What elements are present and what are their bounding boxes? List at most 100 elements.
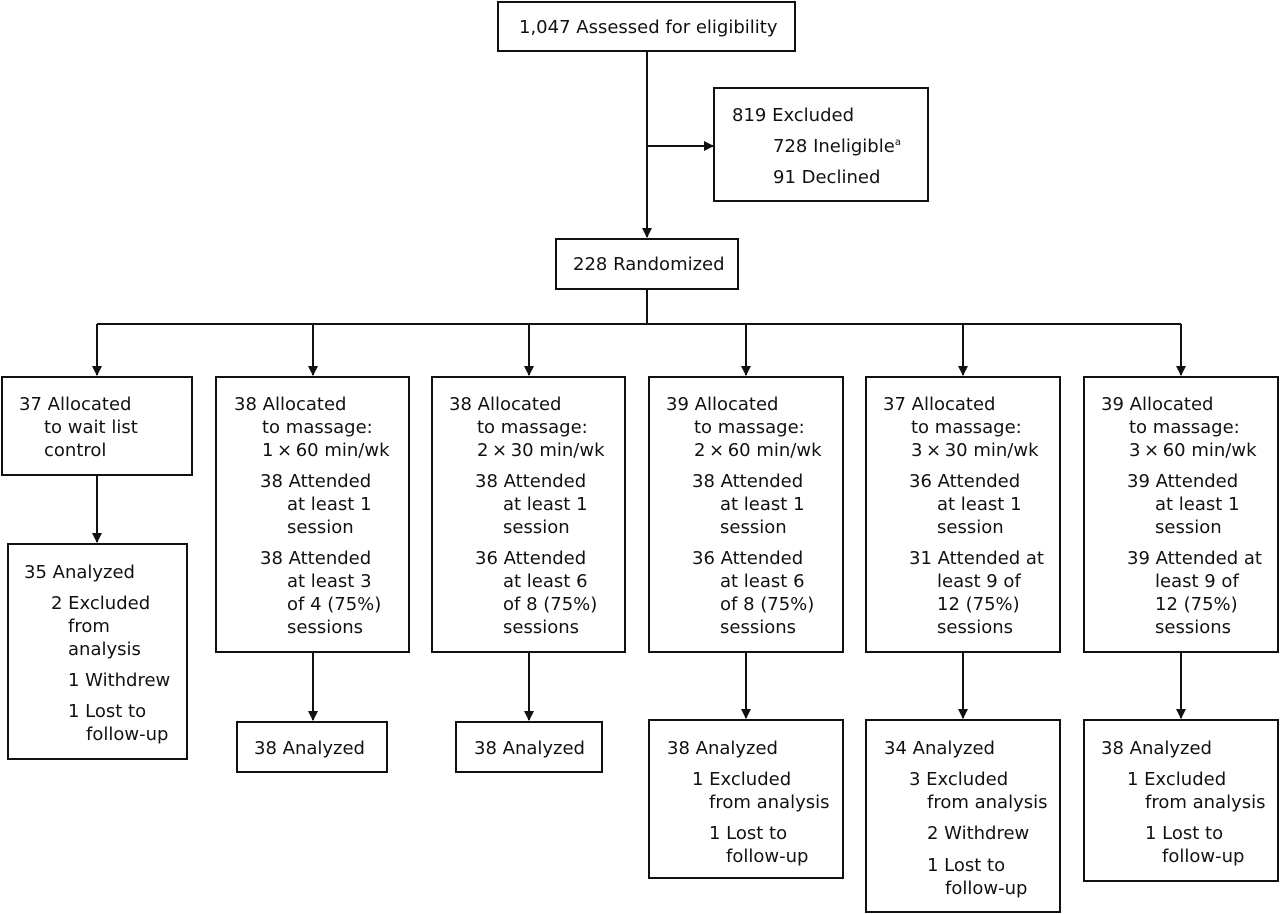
arm-6-analysis-box xyxy=(1083,719,1279,882)
arm-2-attended-2: 38 Attended xyxy=(260,548,372,569)
arm-4-attended-2: 36 Attended xyxy=(692,548,804,569)
arm-4-allocated-line3: 2 × 60 min/wk xyxy=(694,440,822,461)
arm-3-attended-2-line4: sessions xyxy=(503,617,580,638)
arm-6-attended-1: 39 Attended xyxy=(1127,471,1239,492)
arm-6-allocated: 39 Allocated xyxy=(1101,394,1214,415)
arm-6-analyzed: 38 Analyzed xyxy=(1101,738,1212,759)
arm-3-analysis-box xyxy=(455,721,603,773)
randomized-box xyxy=(555,238,739,290)
arm-4-allocated: 39 Allocated xyxy=(666,394,779,415)
arm-2-attended-1: 38 Attended xyxy=(260,471,372,492)
arm-2-attended-2-line3: of 4 (75%) xyxy=(287,594,382,615)
arm-5-allocated: 37 Allocated xyxy=(883,394,996,415)
arm-4-analysis-box xyxy=(648,719,844,879)
arm-5-excluded-line2: from analysis xyxy=(927,792,1048,813)
arm-2-attended-1-line2: at least 1 xyxy=(287,494,372,515)
arm-6-attended-1-line2: at least 1 xyxy=(1155,494,1240,515)
arm-4-attended-2-line2: at least 6 xyxy=(720,571,805,592)
arm-6-lost: 1 Lost to xyxy=(1145,823,1224,844)
arm-1-analysis-box xyxy=(7,543,188,760)
arm-5-attended-1-line2: at least 1 xyxy=(937,494,1022,515)
arm-4-allocation-box xyxy=(648,376,844,653)
arm-4-excluded: 1 Excluded xyxy=(692,769,792,790)
arm-2-allocated-line2: to massage: xyxy=(262,417,373,438)
arm-1-allocated-line2: to wait list xyxy=(44,417,138,438)
arm-2-analyzed: 38 Analyzed xyxy=(254,738,365,759)
arm-6-allocation-box xyxy=(1083,376,1279,653)
arm-4-lost-line2: follow-up xyxy=(726,846,809,867)
excluded-declined: 91 Declined xyxy=(773,167,881,188)
arm-6-attended-1-line3: session xyxy=(1155,517,1222,538)
arm-5-excluded: 3 Excluded xyxy=(909,769,1009,790)
arm-3-attended-1-line2: at least 1 xyxy=(503,494,588,515)
arm-5-lost-line2: follow-up xyxy=(945,878,1028,899)
arm-3-allocated: 38 Allocated xyxy=(449,394,562,415)
arm-5-allocation-box xyxy=(865,376,1061,653)
arm-1-allocated: 37 Allocated xyxy=(19,394,132,415)
arm-4-attended-2-line3: of 8 (75%) xyxy=(720,594,815,615)
arm-2-allocated-line3: 1 × 60 min/wk xyxy=(262,440,390,461)
arm-2-allocated: 38 Allocated xyxy=(234,394,347,415)
arm-3-attended-2-line2: at least 6 xyxy=(503,571,588,592)
arm-4-attended-2-line4: sessions xyxy=(720,617,797,638)
arm-3-attended-2: 36 Attended xyxy=(475,548,587,569)
arm-2-attended-2-line2: at least 3 xyxy=(287,571,372,592)
arm-5-attended-1: 36 Attended xyxy=(909,471,1021,492)
arm-5-attended-2: 31 Attended at xyxy=(909,548,1044,569)
arm-3-attended-2-line3: of 8 (75%) xyxy=(503,594,598,615)
excluded-title: 819 Excluded xyxy=(732,105,855,126)
arm-1-withdrew: 1 Withdrew xyxy=(68,670,171,691)
arm-3-allocated-line3: 2 × 30 min/wk xyxy=(477,440,605,461)
arm-6-attended-2-line4: sessions xyxy=(1155,617,1232,638)
arm-1-allocation-box xyxy=(1,376,193,476)
arm-5-allocated-line2: to massage: xyxy=(911,417,1022,438)
assessed-box xyxy=(497,1,796,52)
randomized-label: 228 Randomized xyxy=(573,254,725,275)
arm-6-attended-2-line2: least 9 of xyxy=(1155,571,1239,592)
arm-3-attended-1: 38 Attended xyxy=(475,471,587,492)
arm-1-allocated-line3: control xyxy=(44,440,107,461)
arm-1-lost-line2: follow-up xyxy=(86,724,169,745)
arm-2-attended-2-line4: sessions xyxy=(287,617,364,638)
arm-6-allocated-line3: 3 × 60 min/wk xyxy=(1129,440,1257,461)
arm-4-lost: 1 Lost to xyxy=(709,823,788,844)
arm-6-excluded-line2: from analysis xyxy=(1145,792,1266,813)
arm-5-allocated-line3: 3 × 30 min/wk xyxy=(911,440,1039,461)
arm-3-allocated-line2: to massage: xyxy=(477,417,588,438)
arm-1-analyzed: 35 Analyzed xyxy=(24,562,135,583)
arm-1-excluded: 2 Excluded xyxy=(51,593,151,614)
arm-4-allocated-line2: to massage: xyxy=(694,417,805,438)
arm-3-attended-1-line3: session xyxy=(503,517,570,538)
arm-5-lost: 1 Lost to xyxy=(927,855,1006,876)
arm-6-allocated-line2: to massage: xyxy=(1129,417,1240,438)
arm-4-attended-1: 38 Attended xyxy=(692,471,804,492)
excluded-ineligible: 728 Ineligiblea xyxy=(773,136,901,157)
arm-6-lost-line2: follow-up xyxy=(1162,846,1245,867)
ineligible-footnote-mark: a xyxy=(894,137,901,148)
arm-6-attended-2-line3: 12 (75%) xyxy=(1155,594,1238,615)
arm-1-excluded-line3: analysis xyxy=(68,639,141,660)
assessed-label: 1,047 Assessed for eligibility xyxy=(519,17,778,38)
arm-3-analyzed: 38 Analyzed xyxy=(474,738,585,759)
arm-6-attended-2: 39 Attended at xyxy=(1127,548,1262,569)
arm-5-attended-2-line3: 12 (75%) xyxy=(937,594,1020,615)
arm-4-excluded-line2: from analysis xyxy=(709,792,830,813)
arm-5-attended-2-line2: least 9 of xyxy=(937,571,1021,592)
arm-5-attended-1-line3: session xyxy=(937,517,1004,538)
arm-4-analyzed: 38 Analyzed xyxy=(667,738,778,759)
arm-5-withdrew: 2 Withdrew xyxy=(927,823,1030,844)
arm-2-attended-1-line3: session xyxy=(287,517,354,538)
arm-5-analyzed: 34 Analyzed xyxy=(884,738,995,759)
arm-1-lost: 1 Lost to xyxy=(68,701,147,722)
arm-4-attended-1-line2: at least 1 xyxy=(720,494,805,515)
arm-2-analysis-box xyxy=(236,721,388,773)
arm-5-analysis-box xyxy=(865,719,1061,913)
arm-6-excluded: 1 Excluded xyxy=(1127,769,1227,790)
arm-3-allocation-box xyxy=(431,376,626,653)
arm-2-allocation-box xyxy=(215,376,410,653)
arm-1-excluded-line2: from xyxy=(68,616,110,637)
excluded-box xyxy=(713,87,929,202)
arm-5-attended-2-line4: sessions xyxy=(937,617,1014,638)
arm-4-attended-1-line3: session xyxy=(720,517,787,538)
